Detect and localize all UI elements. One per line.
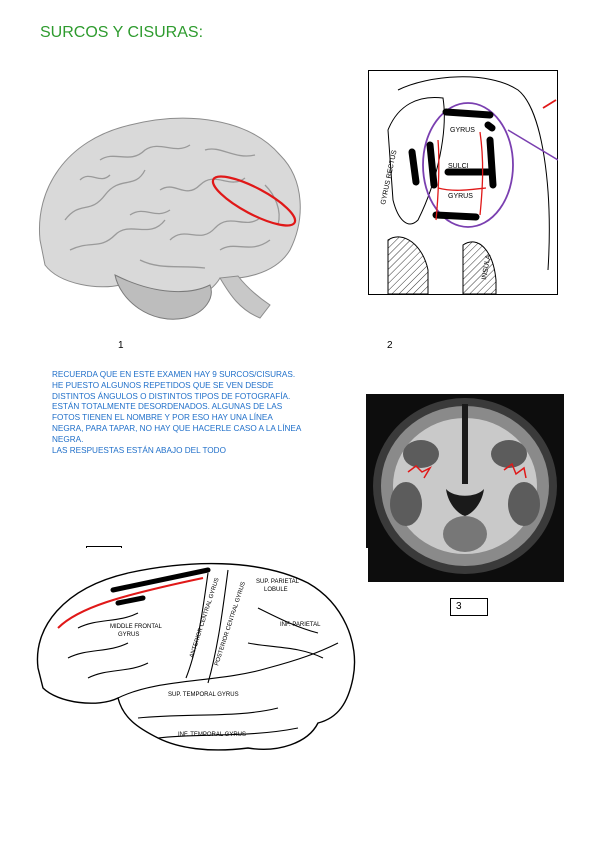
note-line: ESTÁN TOTALMENTE DESORDENADOS. ALGUNAS D… — [52, 402, 283, 412]
note-line: LAS RESPUESTAS ESTÁN ABAJO DEL TODO — [52, 445, 226, 455]
figure-3-mri-slice — [366, 394, 564, 582]
sup-parietal-label: SUP. PARIETAL — [256, 579, 300, 585]
sup-temporal-label: SUP. TEMPORAL GYRUS — [168, 692, 239, 698]
figure-2-number: 2 — [387, 340, 393, 351]
note-line: DISTINTOS ÁNGULOS O DISTINTOS TIPOS DE F… — [52, 391, 291, 401]
gyrus-label-bottom: GYRUS — [448, 193, 473, 200]
inf-parietal-label: INF. PARIETAL — [280, 622, 321, 628]
note-line: HE PUESTO ALGUNOS REPETIDOS QUE SE VEN D… — [52, 380, 274, 390]
figure-2-orbital-drawing: GYRUS RECTUS GYRUS SULCI GYRUS INSULA — [368, 70, 558, 295]
outline-ellipse — [422, 102, 514, 228]
middle-frontal-label: MIDDLE FRONTAL — [110, 624, 163, 630]
figure-1-brain-photo — [20, 100, 330, 335]
figure-3-number: 3 — [450, 598, 488, 616]
gyrus-label-top: GYRUS — [450, 127, 475, 134]
note-line: NEGRA, PARA TAPAR, NO HAY QUE HACERLE CA… — [52, 423, 302, 433]
lobule-label: LOBULE — [264, 587, 288, 593]
note-line: RECUERDA QUE EN ESTE EXAMEN HAY 9 SURCOS… — [52, 370, 296, 379]
insula-label: INSULA — [481, 254, 492, 280]
note-line: NEGRA. — [52, 434, 84, 444]
middle-frontal-gyrus-label: GYRUS — [118, 632, 139, 638]
note-line: FOTOS TIENEN EL NOMBRE Y POR ESO HAY UNA… — [52, 413, 273, 423]
page-title: SURCOS Y CISURAS: — [40, 24, 204, 41]
highlight-ellipse — [211, 175, 297, 227]
instructions-note: RECUERDA QUE EN ESTE EXAMEN HAY 9 SURCOS… — [52, 370, 352, 456]
inf-temporal-label: INF. TEMPORAL GYRUS — [178, 732, 246, 738]
figure-1-number: 1 — [118, 340, 124, 351]
figure-4-lateral-drawing: MIDDLE FRONTAL GYRUS SUP. PARIETAL LOBUL… — [18, 548, 368, 773]
sulci-label: SULCI — [448, 163, 469, 170]
